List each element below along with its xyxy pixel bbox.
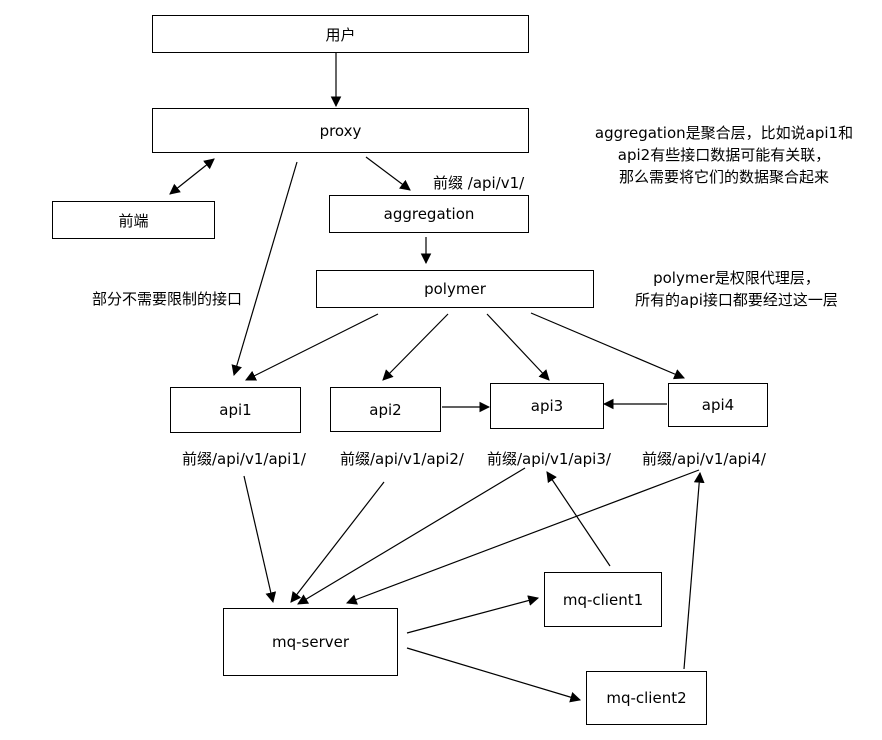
mq-client1-node: mq-client1	[544, 572, 662, 627]
edge-polymer-api2	[382, 313, 449, 381]
edge-mqserver-mqclient1	[406, 595, 540, 634]
aggregation-note-line-2: api2有些接口数据可能有关联，	[617, 146, 831, 164]
api2-prefix-label: 前缀/api/v1/api2/	[340, 450, 464, 468]
edge-proxy-aggregation	[365, 156, 411, 191]
edge-api1-mqserver	[243, 475, 277, 604]
proxy-node: proxy	[152, 108, 529, 153]
edge-proxy-api1	[231, 161, 298, 377]
edge-api2-mqserver	[290, 481, 385, 603]
edge-api3-mqserver	[297, 467, 526, 605]
polymer-node: polymer	[316, 270, 594, 308]
api1-prefix-label: 前缀/api/v1/api1/	[182, 450, 306, 468]
frontend-node: 前端	[52, 201, 215, 239]
api2-node: api2	[330, 387, 441, 432]
polymer-note-line-1: polymer是权限代理层，	[653, 269, 820, 287]
api4-node: api4	[668, 383, 768, 427]
mq-server-node: mq-server	[223, 608, 398, 676]
aggregation-note-line-3: 那么需要将它们的数据聚合起来	[618, 168, 829, 186]
edge-polymer-api4	[530, 312, 685, 380]
api4-prefix-label: 前缀/api/v1/api4/	[642, 450, 766, 468]
polymer-note-line-2: 所有的api接口都要经过这一层	[635, 291, 838, 309]
edge-api4-mqserver	[345, 469, 700, 605]
edge-polymer-api3	[486, 313, 550, 381]
edge-proxy-frontend	[169, 158, 215, 195]
edge-polymer-api1	[245, 313, 379, 381]
edge-mqserver-mqclient2	[406, 647, 582, 703]
aggregation-note-line-1: aggregation是聚合层，比如说api1和	[594, 124, 854, 142]
edge-mqclient1-api3	[546, 471, 611, 567]
unrestricted-api-label: 部分不需要限制的接口	[92, 290, 243, 308]
aggregation-prefix-label: 前缀 /api/v1/	[433, 174, 525, 192]
user-node: 用户	[152, 15, 529, 53]
edge-mqclient2-api4	[683, 471, 705, 670]
aggregation-node: aggregation	[329, 195, 529, 233]
mq-client2-node: mq-client2	[586, 671, 707, 725]
api3-prefix-label: 前缀/api/v1/api3/	[487, 450, 611, 468]
aggregation-note: aggregation是聚合层，比如说api1和 api2有些接口数据可能有关联…	[593, 122, 855, 188]
polymer-note: polymer是权限代理层， 所有的api接口都要经过这一层	[624, 267, 849, 311]
api1-node: api1	[170, 387, 301, 433]
api3-node: api3	[490, 383, 604, 429]
